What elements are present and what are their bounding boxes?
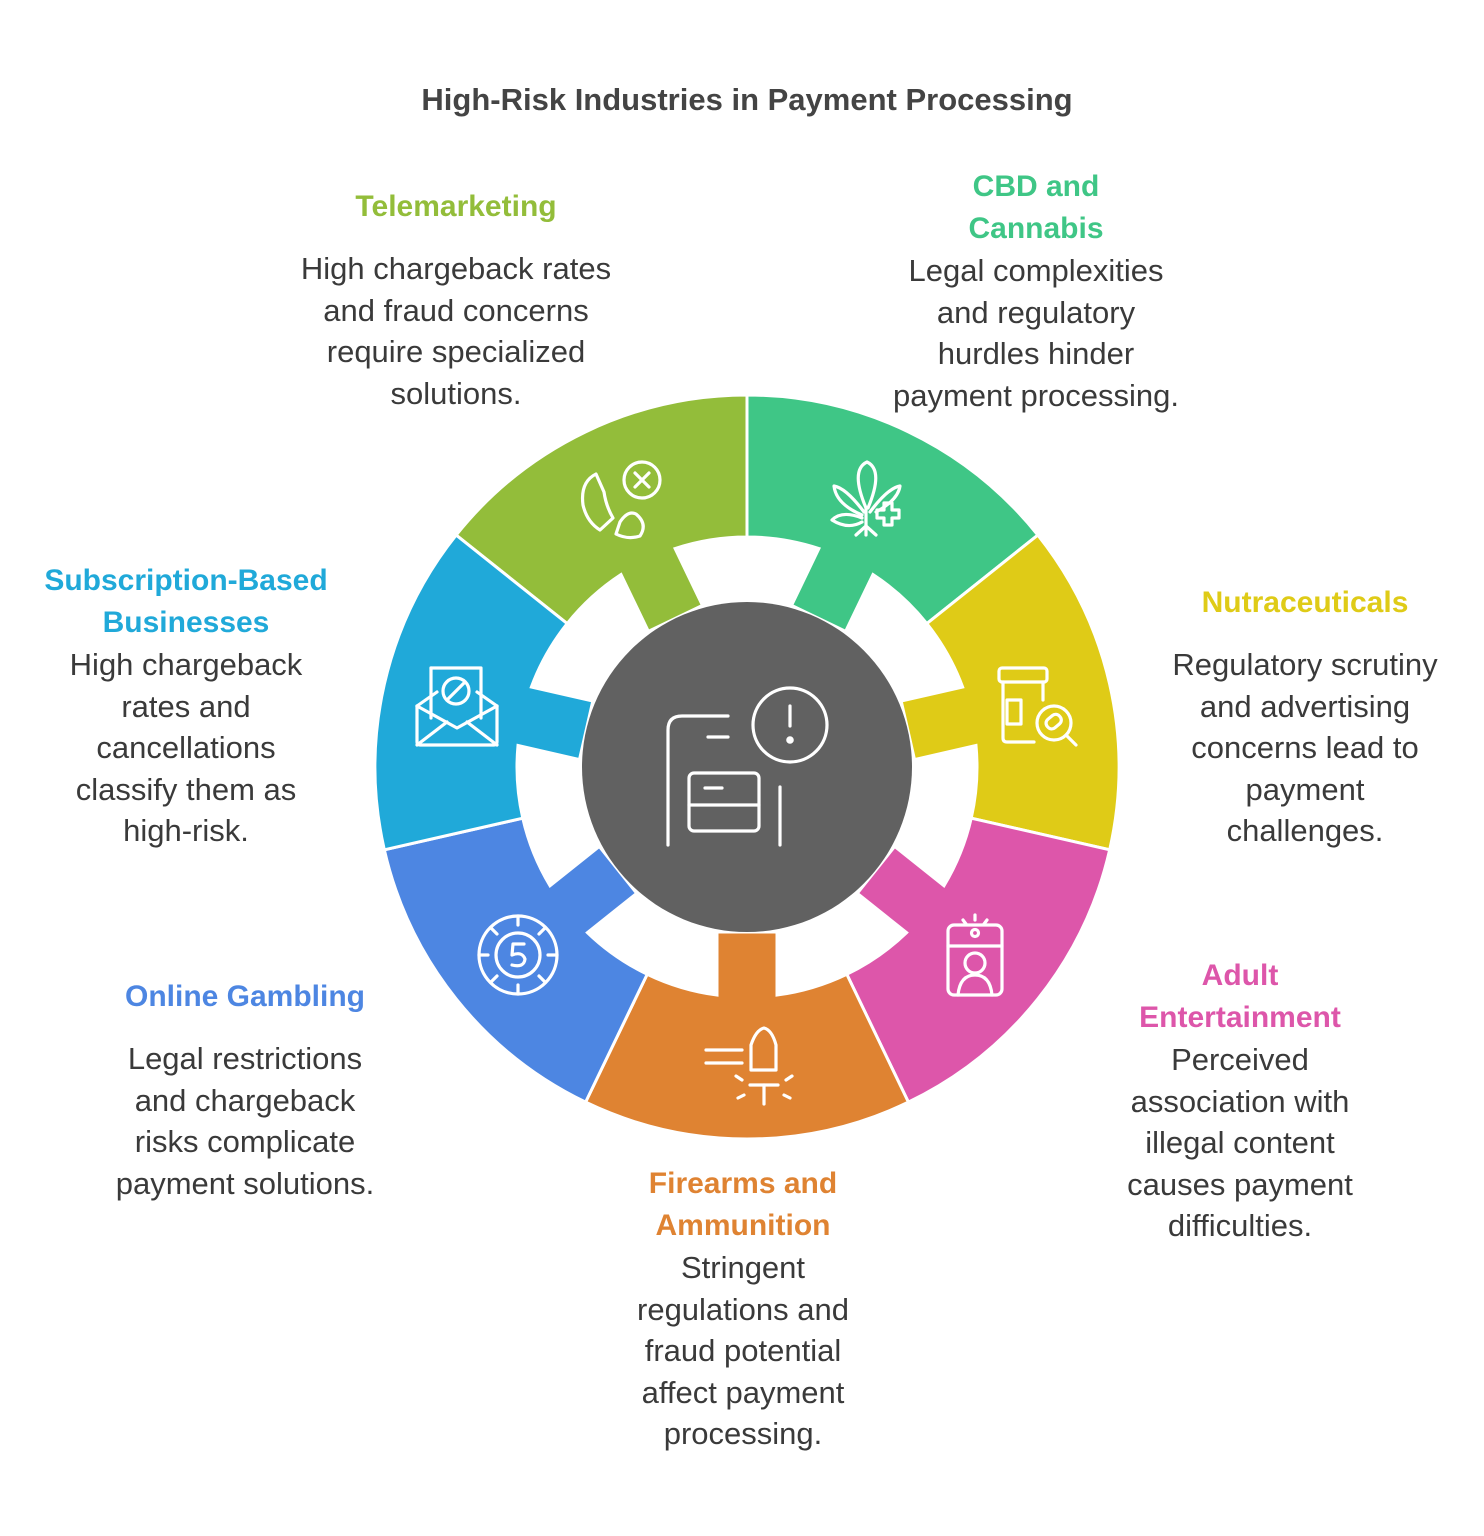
label-cbd: CBD and Cannabis Legal complexities and … xyxy=(886,166,1186,416)
description-gambling: Legal restrictions and chargeback risks … xyxy=(115,1041,375,1201)
heading-firearms: Firearms and Ammunition xyxy=(648,1167,838,1242)
heading-cbd: CBD and Cannabis xyxy=(968,170,1104,245)
label-firearms: Firearms and Ammunition Stringent regula… xyxy=(612,1163,874,1455)
envelope-cancel-icon xyxy=(415,666,499,747)
performer-stage-icon xyxy=(946,913,1004,997)
heading-telemarketing: Telemarketing xyxy=(355,190,557,223)
label-subscription: Subscription-Based Businesses High charg… xyxy=(30,560,342,852)
description-firearms: Stringent regulations and fraud potentia… xyxy=(637,1250,849,1451)
payment-alert-icon xyxy=(666,686,829,847)
segment-subscription xyxy=(373,532,595,852)
heading-gambling: Online Gambling xyxy=(124,980,365,1013)
center-circle xyxy=(582,602,912,932)
phone-cancel-icon xyxy=(580,460,662,540)
cannabis-leaf-icon xyxy=(830,460,902,537)
casino-chip-icon xyxy=(477,914,559,996)
description-telemarketing: High chargeback rates and fraud concerns… xyxy=(300,251,612,411)
heading-subscription: Subscription-Based Businesses xyxy=(44,564,328,639)
description-nutraceuticals: Regulatory scrutiny and advertising conc… xyxy=(1172,647,1438,848)
diagram-title: High-Risk Industries in Payment Processi… xyxy=(421,82,1073,117)
label-nutraceuticals: Nutraceuticals Regulatory scrutiny and a… xyxy=(1160,582,1450,852)
segment-firearms xyxy=(583,930,911,1141)
heading-adult: Adult Entertainment xyxy=(1139,959,1341,1034)
supplement-bottle-search-icon xyxy=(997,666,1078,747)
description-subscription: High chargeback rates and cancellations … xyxy=(69,647,303,848)
bullet-icon xyxy=(704,1026,794,1106)
heading-nutraceuticals: Nutraceuticals xyxy=(1201,586,1409,619)
description-adult: Perceived association with illegal conte… xyxy=(1127,1042,1353,1243)
label-telemarketing: Telemarketing High chargeback rates and … xyxy=(300,186,612,414)
description-cbd: Legal complexities and regulatory hurdle… xyxy=(892,253,1180,413)
label-gambling: Online Gambling Legal restrictions and c… xyxy=(98,976,392,1204)
label-adult: Adult Entertainment Perceived associatio… xyxy=(1100,955,1380,1247)
